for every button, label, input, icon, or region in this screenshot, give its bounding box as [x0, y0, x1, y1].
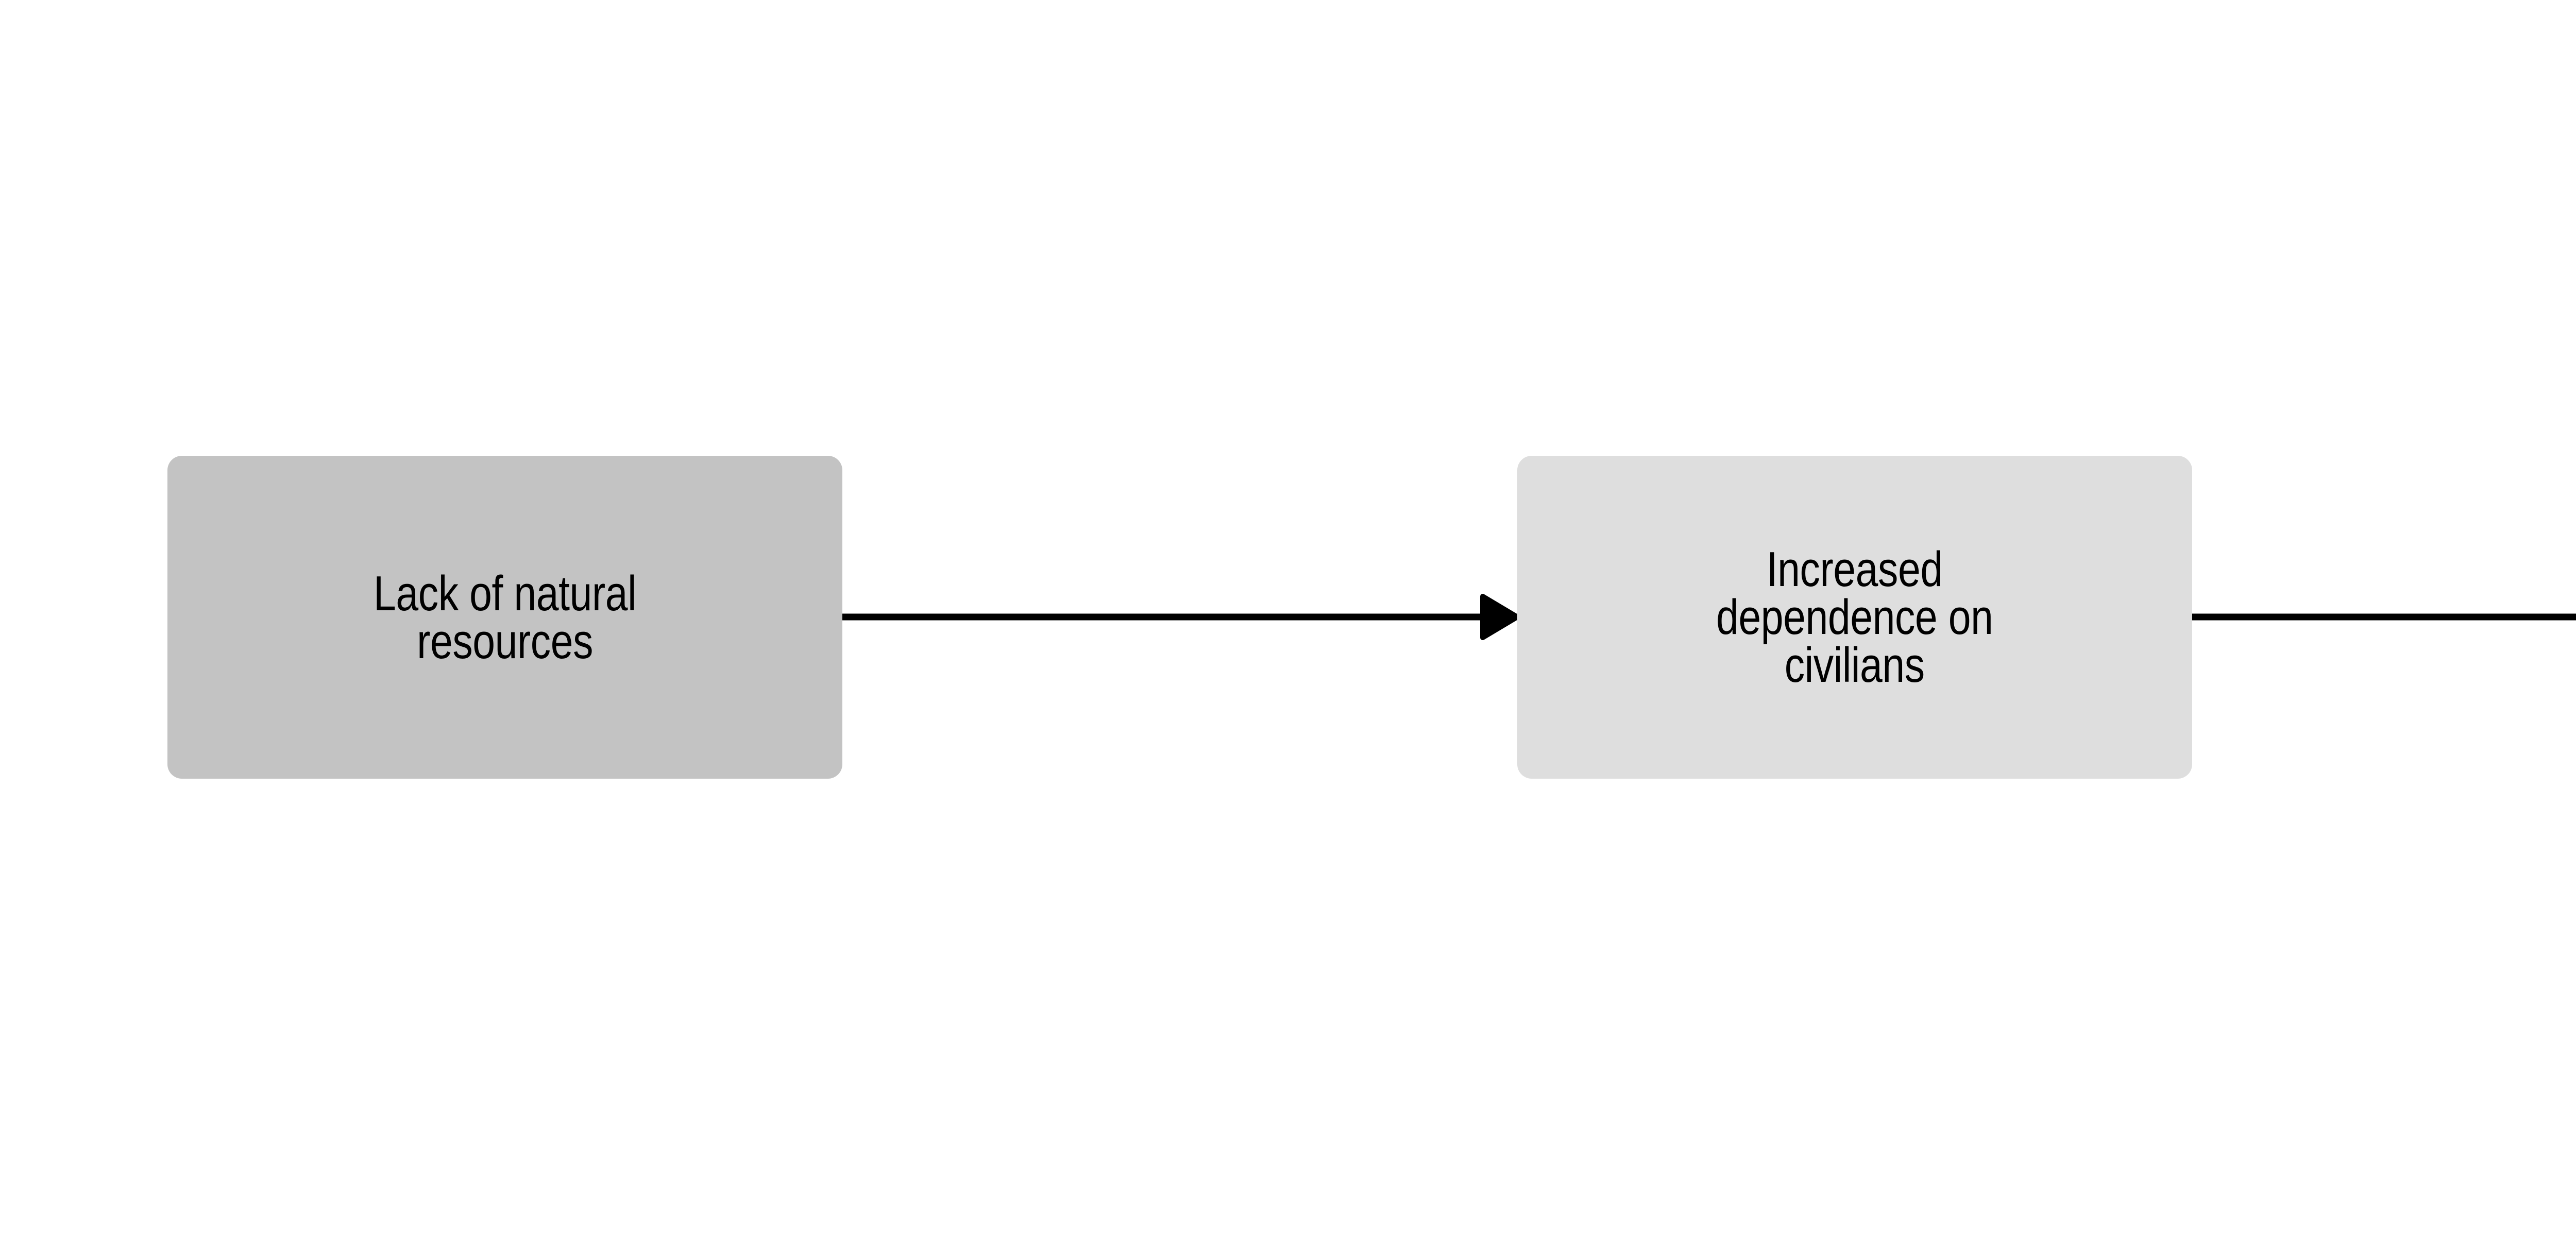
edge-resources-to-dependence — [842, 594, 1520, 640]
node-label-lack-of-natural-resources: Lack of natural resources — [373, 565, 637, 669]
node-label-increased-dependence-on-civilians: Increased dependence on civilians — [1716, 542, 1993, 693]
node-lack-of-natural-resources[interactable]: Lack of natural resources — [167, 456, 842, 779]
arrowhead-icon-1 — [1480, 594, 1520, 640]
node-increased-dependence-on-civilians[interactable]: Increased dependence on civilians — [1517, 456, 2192, 779]
edge-dependence-to-governance — [2192, 613, 2576, 621]
